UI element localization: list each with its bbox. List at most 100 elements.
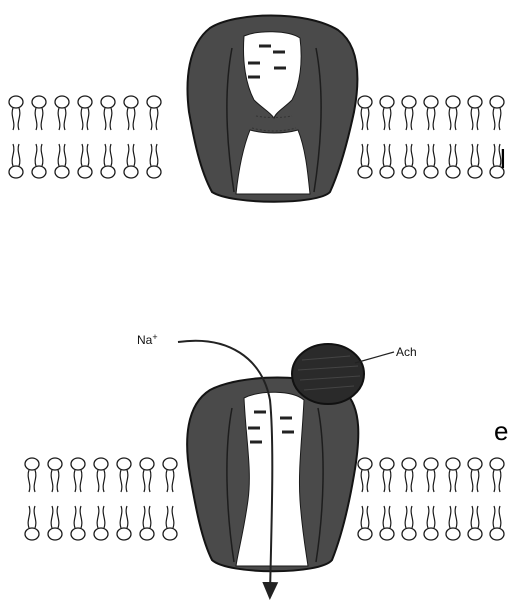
phospholipid-tail [493, 108, 501, 130]
phospholipid-head [101, 166, 115, 178]
phospholipid-tail [405, 506, 413, 528]
ach-molecule [292, 344, 364, 404]
phospholipid-head [101, 96, 115, 108]
phospholipid-head [424, 458, 438, 470]
phospholipid-head [25, 458, 39, 470]
phospholipid-tail [471, 470, 479, 492]
phospholipid-tail [81, 108, 89, 130]
phospholipid-head [25, 528, 39, 540]
phospholipid-head [358, 458, 372, 470]
phospholipid-head [55, 166, 69, 178]
phospholipid-head [490, 528, 504, 540]
ach-leader-line [355, 352, 394, 363]
phospholipid-tail [383, 470, 391, 492]
ach-label: Ach [396, 345, 417, 359]
phospholipid-head [380, 528, 394, 540]
lipid-bilayer-right [358, 458, 504, 540]
phospholipid-tail [143, 506, 151, 528]
phospholipid-tail [150, 144, 158, 166]
phospholipid-head [9, 166, 23, 178]
phospholipid-tail [449, 506, 457, 528]
phospholipid-tail [427, 108, 435, 130]
phospholipid-tail [104, 144, 112, 166]
sodium-ion-label: Na+ [137, 332, 158, 347]
phospholipid-tail [28, 470, 36, 492]
phospholipid-head [424, 528, 438, 540]
phospholipid-tail [427, 144, 435, 166]
phospholipid-head [163, 458, 177, 470]
phospholipid-head [124, 166, 138, 178]
phospholipid-tail [97, 506, 105, 528]
phospholipid-tail [405, 108, 413, 130]
phospholipid-tail [471, 506, 479, 528]
phospholipid-head [163, 528, 177, 540]
phospholipid-head [358, 96, 372, 108]
phospholipid-tail [449, 108, 457, 130]
phospholipid-head [490, 458, 504, 470]
phospholipid-tail [383, 144, 391, 166]
phospholipid-head [424, 166, 438, 178]
phospholipid-tail [58, 144, 66, 166]
phospholipid-tail [493, 506, 501, 528]
phospholipid-tail [383, 506, 391, 528]
phospholipid-head [446, 528, 460, 540]
phospholipid-tail [493, 470, 501, 492]
edge-label-top: l [500, 144, 506, 174]
phospholipid-tail [166, 470, 174, 492]
phospholipid-tail [127, 144, 135, 166]
phospholipid-head [147, 96, 161, 108]
phospholipid-head [55, 96, 69, 108]
phospholipid-head [48, 458, 62, 470]
phospholipid-head [468, 166, 482, 178]
phospholipid-head [140, 458, 154, 470]
phospholipid-head [140, 528, 154, 540]
phospholipid-tail [81, 144, 89, 166]
sodium-ion-charge: + [152, 332, 157, 342]
phospholipid-head [71, 458, 85, 470]
phospholipid-tail [120, 506, 128, 528]
phospholipid-head [147, 166, 161, 178]
phospholipid-tail [471, 144, 479, 166]
phospholipid-head [402, 458, 416, 470]
phospholipid-head [94, 528, 108, 540]
phospholipid-tail [58, 108, 66, 130]
phospholipid-tail [150, 108, 158, 130]
phospholipid-head [446, 96, 460, 108]
phospholipid-head [468, 458, 482, 470]
phospholipid-tail [104, 108, 112, 130]
phospholipid-tail [361, 144, 369, 166]
phospholipid-head [9, 96, 23, 108]
phospholipid-head [380, 458, 394, 470]
closed-channel-protein [187, 16, 357, 202]
phospholipid-tail [361, 470, 369, 492]
phospholipid-head [380, 166, 394, 178]
phospholipid-tail [127, 108, 135, 130]
lipid-bilayer-left [25, 458, 177, 540]
phospholipid-tail [35, 108, 43, 130]
phospholipid-tail [51, 470, 59, 492]
edge-label-bottom: e [494, 416, 508, 446]
phospholipid-head [468, 96, 482, 108]
phospholipid-head [402, 166, 416, 178]
phospholipid-head [71, 528, 85, 540]
phospholipid-tail [12, 108, 20, 130]
phospholipid-head [117, 458, 131, 470]
phospholipid-tail [74, 470, 82, 492]
phospholipid-tail [405, 470, 413, 492]
phospholipid-head [402, 96, 416, 108]
phospholipid-head [32, 96, 46, 108]
lipid-bilayer-left [9, 96, 161, 178]
phospholipid-head [358, 166, 372, 178]
phospholipid-tail [361, 108, 369, 130]
phospholipid-head [94, 458, 108, 470]
phospholipid-head [78, 96, 92, 108]
phospholipid-tail [74, 506, 82, 528]
phospholipid-head [424, 96, 438, 108]
phospholipid-head [78, 166, 92, 178]
phospholipid-tail [427, 506, 435, 528]
phospholipid-tail [51, 506, 59, 528]
phospholipid-head [124, 96, 138, 108]
phospholipid-head [117, 528, 131, 540]
phospholipid-tail [120, 470, 128, 492]
